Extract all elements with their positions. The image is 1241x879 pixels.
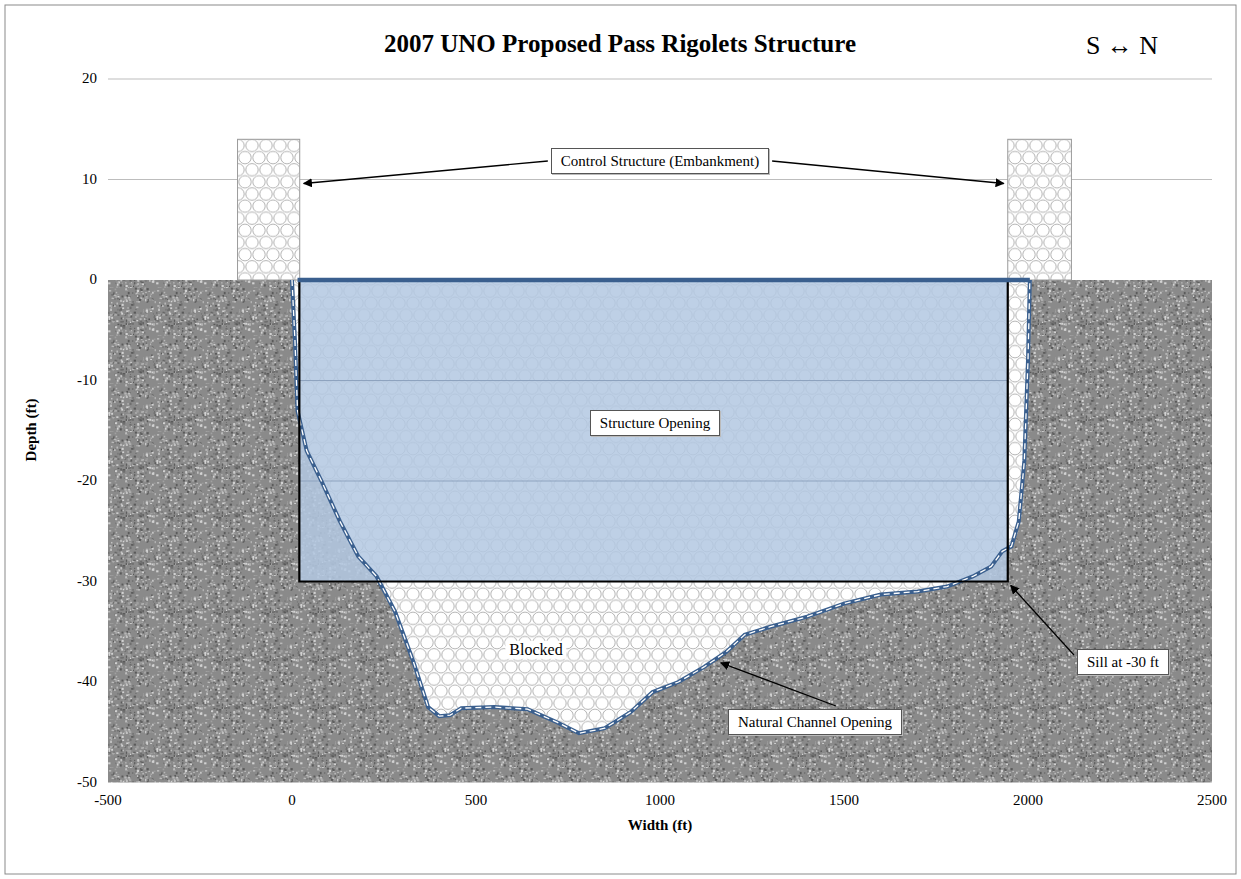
callout-box: Control Structure (Embankment) bbox=[551, 148, 769, 174]
leader-line bbox=[304, 161, 548, 184]
gridline bbox=[299, 380, 1007, 381]
axis-tick-label: 0 bbox=[90, 271, 98, 288]
water-surface bbox=[298, 278, 1030, 283]
structure-outline bbox=[299, 280, 1007, 582]
callout-box: Sill at -30 ft bbox=[1077, 649, 1169, 675]
leader-line bbox=[772, 161, 1004, 184]
leader-line bbox=[721, 663, 836, 706]
gridline bbox=[299, 481, 1007, 482]
region-label: Blocked bbox=[505, 641, 566, 659]
axis-tick-label: 20 bbox=[82, 70, 97, 87]
axis-tick-label: -10 bbox=[77, 372, 97, 389]
embankment bbox=[1008, 139, 1072, 280]
chart-frame bbox=[5, 5, 1236, 874]
axis-tick-label: 1000 bbox=[645, 792, 675, 809]
leader-line bbox=[1011, 586, 1074, 656]
axis-tick-label: -50 bbox=[77, 774, 97, 791]
gridline bbox=[108, 79, 1212, 80]
natural-channel-line bbox=[292, 280, 1030, 733]
embankment bbox=[238, 139, 300, 280]
axis-tick-label: -500 bbox=[94, 792, 122, 809]
callout-box: Structure Opening bbox=[590, 410, 720, 436]
axis-title: Depth (ft) bbox=[23, 399, 40, 462]
structure-opening bbox=[299, 280, 1007, 582]
callout-text: Sill at -30 ft bbox=[1087, 654, 1159, 670]
axis-tick-label: -20 bbox=[77, 472, 97, 489]
direction-indicator: S ↔ N bbox=[1086, 31, 1158, 61]
axis-tick-label: 2000 bbox=[1013, 792, 1043, 809]
ground bbox=[108, 280, 1212, 783]
axis-tick-label: 1500 bbox=[829, 792, 859, 809]
axis-tick-label: 0 bbox=[288, 792, 296, 809]
axis-tick-label: -40 bbox=[77, 673, 97, 690]
natural-channel-dash bbox=[292, 280, 1030, 733]
callout-box: Natural Channel Opening bbox=[728, 709, 902, 735]
chart-title: 2007 UNO Proposed Pass Rigolets Structur… bbox=[384, 30, 856, 59]
callout-text: Natural Channel Opening bbox=[738, 714, 892, 730]
axis-tick-label: 2500 bbox=[1197, 792, 1227, 809]
axis-title: Width (ft) bbox=[628, 817, 692, 834]
axis-tick-label: 10 bbox=[82, 171, 97, 188]
axis-tick-label: -30 bbox=[77, 573, 97, 590]
callout-text: Structure Opening bbox=[600, 415, 710, 431]
axis-tick-label: 500 bbox=[465, 792, 488, 809]
callout-text: Control Structure (Embankment) bbox=[561, 153, 759, 169]
